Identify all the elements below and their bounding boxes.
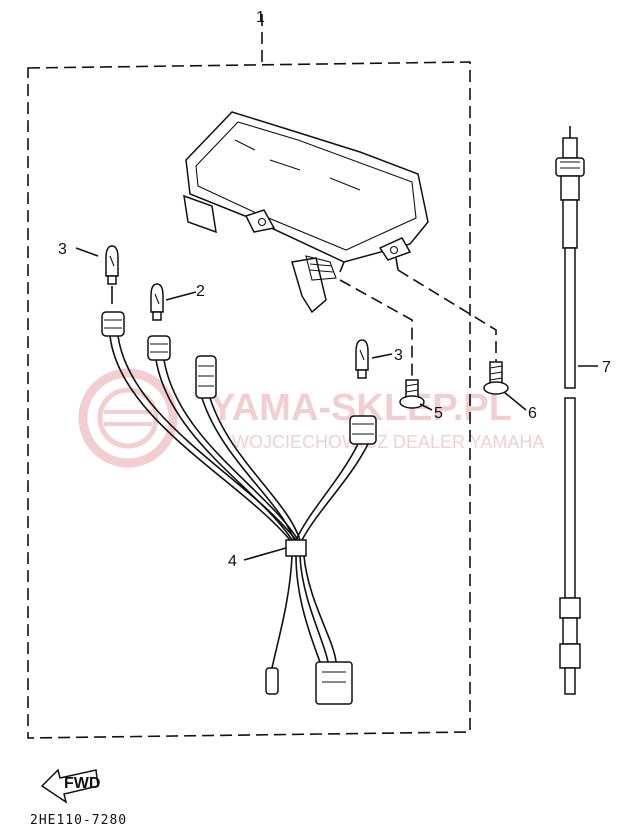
meter-assembly — [183, 111, 429, 314]
callout-3-left: 3 — [58, 241, 67, 258]
callout-5: 5 — [434, 405, 443, 422]
fwd-arrow: FWD — [40, 768, 100, 804]
bulb-3-left — [105, 245, 119, 285]
socket-2 — [147, 335, 171, 361]
socket-3 — [195, 355, 217, 399]
callout-leaders — [75, 247, 598, 561]
screw-6 — [483, 361, 509, 395]
callout-3-right: 3 — [394, 347, 403, 364]
socket-4 — [349, 415, 377, 445]
callout-4: 4 — [228, 553, 237, 570]
screw-5 — [399, 379, 425, 409]
watermark-subtext: WOJCIECHOWICZ DEALER YAMAHA — [232, 432, 544, 452]
leader-lines — [339, 269, 497, 380]
callout-1: 1 — [256, 9, 265, 26]
speedometer-cable — [555, 126, 585, 695]
callout-6: 6 — [528, 405, 537, 422]
watermark-logo — [78, 368, 178, 468]
bulb-2 — [150, 283, 164, 321]
callout-7: 7 — [602, 359, 611, 376]
diagram-code: 2HE110-7280 — [30, 813, 127, 828]
wire-harness — [109, 335, 369, 705]
callout-2: 2 — [196, 283, 205, 300]
socket-1 — [101, 311, 125, 337]
fwd-label: FWD — [64, 775, 100, 792]
bulb-3-right — [355, 339, 369, 379]
assembly-boundary — [27, 14, 471, 739]
watermark: YAMA-SKLEP.PL WOJCIECHOWICZ DEALER YAMAH… — [78, 368, 544, 468]
